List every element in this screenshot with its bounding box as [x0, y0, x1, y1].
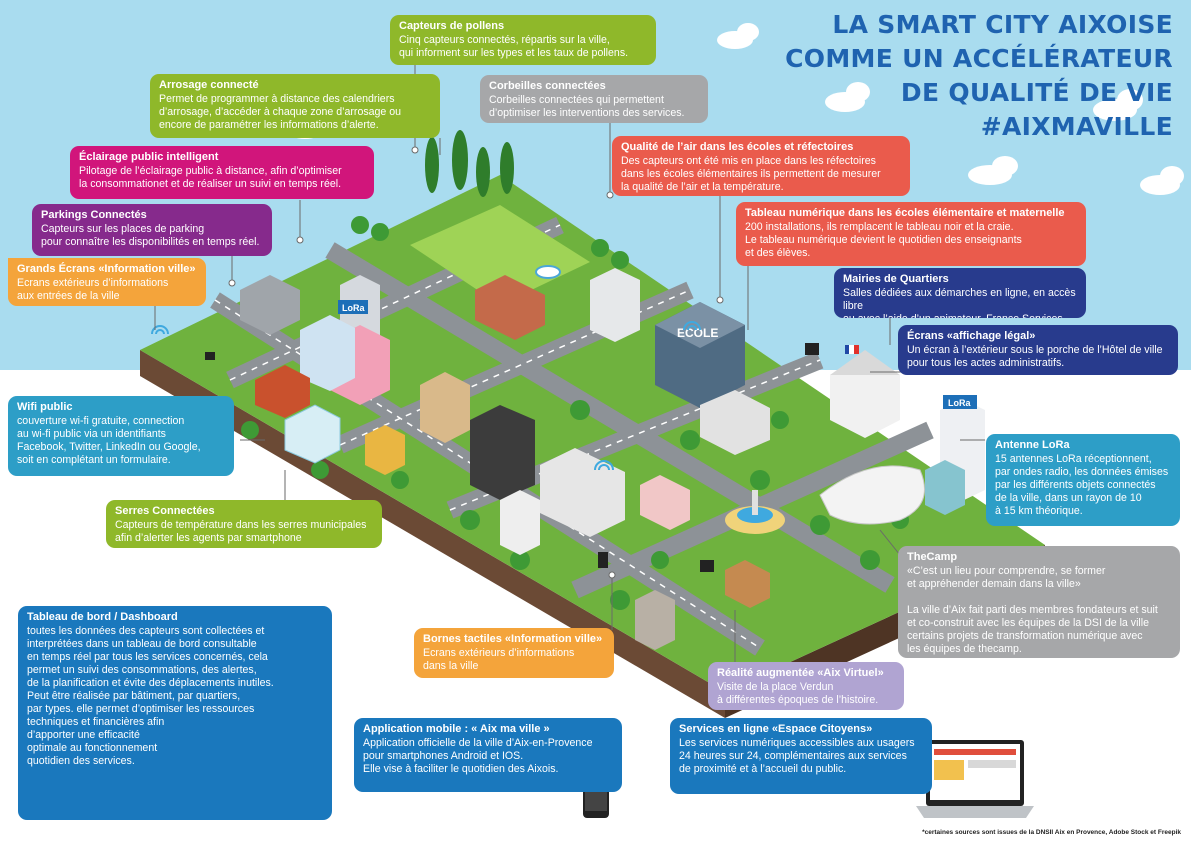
callout-body: Corbeilles connectées qui permettent d’o… — [489, 94, 685, 119]
screens — [205, 343, 819, 572]
callout-heading: Grands Écrans «Information ville» — [17, 263, 196, 275]
callout-heading: Éclairage public intelligent — [79, 151, 219, 163]
cloud — [1140, 166, 1184, 195]
cloud — [717, 23, 759, 49]
wifi-icons — [151, 321, 701, 471]
callout-body: 15 antennes LoRa réceptionnent, par onde… — [995, 453, 1169, 517]
building-blue-left — [300, 315, 355, 391]
callout-heading: Mairies de Quartiers — [843, 273, 949, 285]
callout-body: Application officielle de la ville d’Aix… — [363, 737, 593, 775]
title-line-3: DE QUALITÉ DE VIE — [900, 78, 1173, 107]
callout-heading: TheCamp — [907, 551, 958, 563]
callout-connected-bins: Corbeilles connectées Corbeilles connect… — [480, 75, 708, 123]
callout-heading: Bornes tactiles «Information ville» — [423, 633, 603, 645]
callout-lora-antenna: Antenne LoRa 15 antennes LoRa réceptionn… — [986, 434, 1180, 526]
building-red-house — [255, 365, 310, 418]
callout-body: «C’est un lieu pour comprendre, se forme… — [907, 565, 1158, 655]
building-shop — [365, 425, 405, 475]
callout-body: 200 installations, ils remplacent le tab… — [745, 221, 1022, 259]
callout-pollen-sensors: Capteurs de pollens Cinq capteurs connec… — [390, 15, 656, 65]
callout-body: couverture wi-fi gratuite, connection au… — [17, 415, 201, 466]
callout-thecamp: TheCamp «C’est un lieu pour comprendre, … — [898, 546, 1180, 658]
building-apartment-top — [590, 268, 640, 342]
callout-body: Un écran à l’extérieur sous le porche de… — [907, 344, 1163, 369]
callout-body: Cinq capteurs connectés, répartis sur la… — [399, 34, 629, 59]
callout-heading: Antenne LoRa — [995, 439, 1070, 451]
callout-heading: Services en ligne «Espace Citoyens» — [679, 723, 873, 735]
callout-online-services: Services en ligne «Espace Citoyens» Les … — [670, 718, 932, 794]
school: ECOLE — [655, 302, 745, 408]
building-factory — [700, 390, 770, 455]
callout-heading: Capteurs de pollens — [399, 20, 505, 32]
trees — [241, 130, 909, 610]
callout-body: Ecrans extérieurs d’informations aux ent… — [17, 277, 169, 302]
callout-body: Visite de la place Verdun à différentes … — [717, 681, 879, 706]
building-teal — [925, 460, 965, 515]
callout-connected-watering: Arrosage connecté Permet de programmer à… — [150, 74, 440, 138]
source-footnote: *certaines sources sont issues de la DNS… — [922, 829, 1181, 836]
page-title: LA SMART CITY AIXOISE COMME UN ACCÉLÉRAT… — [785, 8, 1173, 144]
callout-mobile-app: Application mobile : « Aix ma ville » Ap… — [354, 718, 622, 792]
callout-dashboard: Tableau de bord / Dashboard toutes les d… — [18, 606, 332, 820]
park-fountain — [535, 265, 561, 279]
title-line-2: COMME UN ACCÉLÉRATEUR — [785, 44, 1173, 73]
callout-city-info-screens: Grands Écrans «Information ville» Ecrans… — [8, 258, 206, 306]
building-market-stall — [640, 475, 690, 530]
callout-digital-whiteboards: Tableau numérique dans les écoles élémen… — [736, 202, 1086, 266]
callout-body: Capteurs de température dans les serres … — [115, 519, 367, 544]
callout-heading: Serres Connectées — [115, 505, 215, 517]
callout-body: Capteurs sur les places de parking pour … — [41, 223, 260, 248]
callout-heading: Wifi public — [17, 401, 73, 413]
title-line-4: #AIXMAVILLE — [980, 112, 1173, 141]
building-market — [475, 275, 545, 340]
callout-heading: Parkings Connectés — [41, 209, 147, 221]
callout-body: Permet de programmer à distance des cale… — [159, 93, 402, 131]
callout-smart-lighting: Éclairage public intelligent Pilotage de… — [70, 146, 374, 199]
town-hall — [830, 345, 900, 438]
cloud — [825, 82, 870, 112]
callout-school-air-quality: Qualité de l’air dans les écoles et réfe… — [612, 136, 910, 196]
callout-heading: Qualité de l’air dans les écoles et réfe… — [621, 141, 854, 153]
cloud — [968, 156, 1018, 185]
parking-structure — [240, 275, 300, 335]
thecamp-building — [819, 465, 925, 525]
callout-connected-parking: Parkings Connectés Capteurs sur les plac… — [32, 204, 272, 256]
lora-sign-right: LoRa — [948, 398, 971, 408]
leader-lines — [154, 58, 985, 662]
central-fountain — [725, 490, 785, 534]
callout-body: Salles dédiées aux démarches en ligne, e… — [843, 287, 1076, 318]
central-park — [410, 205, 590, 305]
callout-touch-kiosks: Bornes tactiles «Information ville» Ecra… — [414, 628, 614, 678]
callout-body: Pilotage de l’éclairage public à distanc… — [79, 165, 342, 190]
callout-body: Ecrans extérieurs d’informations dans la… — [423, 647, 575, 672]
callout-heading: Arrosage connecté — [159, 79, 259, 91]
callout-heading: Réalité augmentée «Aix Virtuel» — [717, 667, 884, 679]
callout-body: Les services numériques accessibles aux … — [679, 737, 915, 775]
callout-heading: Écrans «affichage légal» — [907, 330, 1036, 342]
callout-heading: Tableau numérique dans les écoles élémen… — [745, 207, 1065, 219]
church — [420, 372, 470, 443]
callout-heading: Corbeilles connectées — [489, 80, 606, 92]
callout-body: toutes les données des capteurs sont col… — [27, 625, 274, 767]
building-black-tower — [470, 405, 535, 500]
cloud — [1093, 89, 1143, 121]
callout-augmented-reality: Réalité augmentée «Aix Virtuel» Visite d… — [708, 662, 904, 710]
callout-heading: Tableau de bord / Dashboard — [27, 611, 178, 623]
callout-district-town-halls: Mairies de Quartiers Salles dédiées aux … — [834, 268, 1086, 318]
title-line-1: LA SMART CITY AIXOISE — [832, 10, 1173, 39]
building-white-left — [500, 490, 540, 555]
building-mall — [540, 448, 625, 537]
callout-public-wifi: Wifi public couverture wi-fi gratuite, c… — [8, 396, 234, 476]
lora-sign-left: LoRa — [342, 303, 365, 313]
ruins — [635, 590, 675, 650]
buildings: LoRa ECOLE LoRa — [240, 268, 985, 650]
building-cafe — [725, 560, 770, 608]
callout-legal-notice-screens: Écrans «affichage légal» Un écran à l’ex… — [898, 325, 1178, 375]
leader-dots — [228, 146, 724, 579]
callout-heading: Application mobile : « Aix ma ville » — [363, 723, 550, 735]
callout-body: Des capteurs ont été mis en place dans l… — [621, 155, 881, 193]
callout-connected-greenhouses: Serres Connectées Capteurs de températur… — [106, 500, 382, 548]
services-laptop — [916, 740, 1034, 818]
greenhouse — [284, 404, 341, 464]
